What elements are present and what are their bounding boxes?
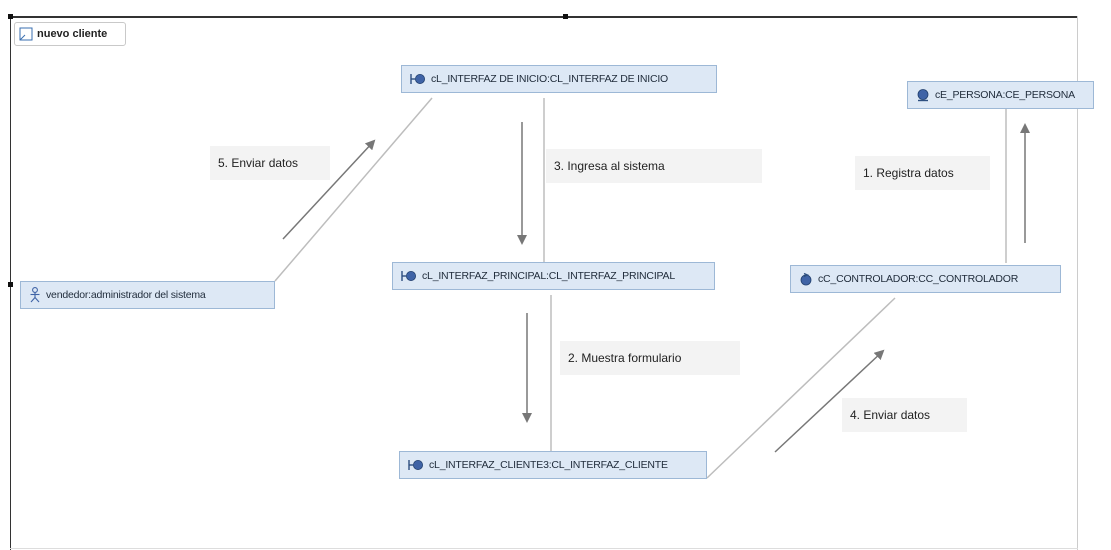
entity-icon	[916, 88, 930, 102]
lifeline-persona[interactable]: cE_PERSONA:CE_PERSONA	[907, 81, 1094, 109]
link-cliente-controlador[interactable]	[706, 297, 896, 479]
arrow-message-5	[282, 139, 376, 240]
arrow-message-4	[774, 349, 885, 453]
lifeline-label: cL_INTERFAZ_CLIENTE3:CL_INTERFAZ_CLIENTE	[429, 459, 668, 471]
message-label-1: 1. Registra datos	[855, 156, 990, 190]
frame-handle-left-middle[interactable]	[8, 282, 13, 287]
lifeline-interfaz-cliente[interactable]: cL_INTERFAZ_CLIENTE3:CL_INTERFAZ_CLIENTE	[399, 451, 707, 479]
lifeline-interfaz-principal[interactable]: cL_INTERFAZ_PRINCIPAL:CL_INTERFAZ_PRINCI…	[392, 262, 715, 290]
message-label-3: 3. Ingresa al sistema	[546, 149, 762, 183]
boundary-icon	[410, 73, 426, 85]
lifeline-label: cE_PERSONA:CE_PERSONA	[935, 89, 1075, 101]
lifeline-label: cL_INTERFAZ_PRINCIPAL:CL_INTERFAZ_PRINCI…	[422, 270, 675, 282]
actor-icon	[29, 287, 41, 303]
diagram-icon	[19, 27, 33, 41]
message-label-2: 2. Muestra formulario	[560, 341, 740, 375]
control-icon	[799, 272, 813, 286]
boundary-icon	[408, 459, 424, 471]
frame-top-border	[10, 16, 1078, 18]
boundary-icon	[401, 270, 417, 282]
lifeline-label: vendedor:administrador del sistema	[46, 289, 206, 301]
frame-handle-top-left[interactable]	[8, 14, 13, 19]
frame-right-border	[1077, 16, 1078, 550]
message-label-4: 4. Enviar datos	[842, 398, 967, 432]
lifeline-label: cC_CONTROLADOR:CC_CONTROLADOR	[818, 273, 1019, 285]
frame-handle-top-center[interactable]	[563, 14, 568, 19]
lifeline-interfaz-inicio[interactable]: cL_INTERFAZ DE INICIO:CL_INTERFAZ DE INI…	[401, 65, 717, 93]
diagram-title: nuevo cliente	[37, 28, 108, 40]
link-actor-inicio[interactable]	[274, 97, 433, 282]
lifeline-label: cL_INTERFAZ DE INICIO:CL_INTERFAZ DE INI…	[431, 73, 669, 85]
diagram-title-tab[interactable]: nuevo cliente	[14, 22, 126, 46]
frame-bottom-border	[10, 548, 1078, 549]
lifeline-controlador[interactable]: cC_CONTROLADOR:CC_CONTROLADOR	[790, 265, 1061, 293]
message-label-5: 5. Enviar datos	[210, 146, 330, 180]
lifeline-actor-vendedor[interactable]: vendedor:administrador del sistema	[20, 281, 275, 309]
